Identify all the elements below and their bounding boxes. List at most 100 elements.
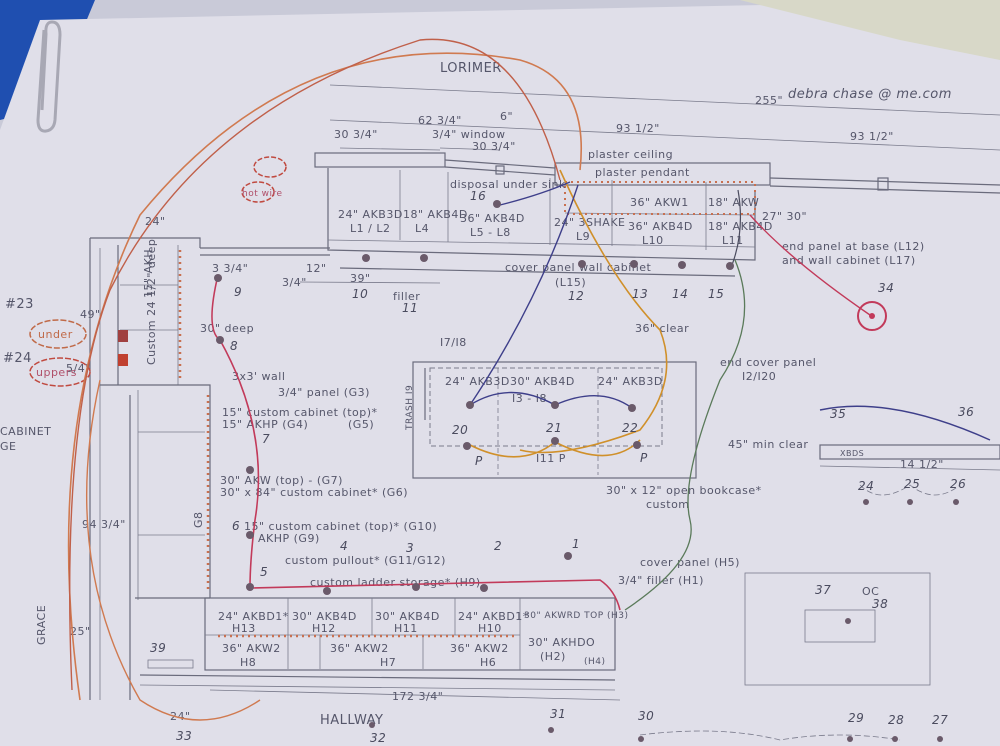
point-number: 27 bbox=[932, 713, 948, 727]
side-label: CABINET bbox=[0, 425, 51, 438]
cabinet-code: (H2) bbox=[540, 650, 566, 663]
note: 30" AKW (top) - (G7) bbox=[220, 474, 343, 487]
cabinet-label: 18" AKB4D bbox=[403, 208, 468, 221]
dimension: 27" 30" bbox=[762, 210, 807, 223]
point-number: 3 bbox=[406, 541, 414, 555]
paperclip-icon bbox=[36, 20, 62, 133]
cabinet-code: H13 bbox=[232, 622, 256, 635]
cabinet-code: L5 - L8 bbox=[470, 226, 511, 239]
hallway-label: HALLWAY bbox=[320, 713, 383, 728]
dimension: 24" bbox=[170, 710, 191, 723]
cabinet-code: L1 / L2 bbox=[350, 222, 390, 235]
cabinet-label: 36" AKW2 bbox=[222, 642, 281, 655]
dimension: Custom 24 1/2" deep bbox=[145, 239, 158, 365]
note: (G5) bbox=[348, 418, 374, 431]
hot-wire-marker bbox=[118, 354, 128, 366]
note: disposal under sink bbox=[450, 178, 566, 191]
point-number: 15 bbox=[708, 287, 724, 301]
cabinet-code: L11 bbox=[722, 234, 744, 247]
side-label: GE bbox=[0, 440, 16, 453]
point-number: 34 bbox=[878, 281, 894, 295]
right-counter: XBDS OC bbox=[639, 405, 1000, 741]
note: custom ladder storage* (H9) bbox=[310, 576, 481, 589]
cabinet-label: 24" AKB3D bbox=[445, 375, 510, 388]
cloud-hot bbox=[253, 156, 287, 178]
point-numbers: 1 2 3 4 5 6 7 8 9 10 11 12 13 14 15 16 2… bbox=[150, 189, 974, 745]
cabinet-label: 24" AKB3D bbox=[598, 375, 663, 388]
cabinet-code: I11 P bbox=[536, 452, 566, 465]
cloud-under bbox=[29, 319, 87, 349]
left-wall-labels: 30" deep 3x3' wall 3/4" panel (G3) 15" c… bbox=[0, 322, 437, 645]
point-number: 12 bbox=[568, 289, 584, 303]
point-number: 5 bbox=[260, 565, 268, 579]
outlet-points bbox=[214, 200, 959, 742]
cabinet-label: 30" AKB4D bbox=[292, 610, 357, 623]
cabinet-label: 24" AKBD1* bbox=[458, 610, 529, 623]
upper-cabinet-run bbox=[200, 152, 1000, 277]
dimension: 93 1/2" bbox=[616, 122, 660, 135]
plug-mark: P bbox=[475, 454, 483, 468]
header-labels: LORIMER debra chase @ me.com 255" 62 3/4… bbox=[66, 61, 952, 723]
point-number: 28 bbox=[888, 713, 904, 727]
dimension-lines bbox=[99, 84, 1000, 701]
note: custom pullout* (G11/G12) bbox=[285, 554, 446, 567]
cabinet-label: 36" AKW2 bbox=[330, 642, 389, 655]
email-note: debra chase @ me.com bbox=[788, 87, 952, 102]
point-number: 24 bbox=[858, 479, 874, 493]
cabinet-label: 30" AKB4D bbox=[375, 610, 440, 623]
cabinet-label: 30" AKHDO bbox=[528, 636, 595, 649]
cabinet-code: L10 bbox=[642, 234, 664, 247]
cloud-tag: #23 bbox=[5, 297, 34, 312]
cabinet-label: 30" AKWRD TOP (H3) bbox=[524, 611, 629, 621]
note: 30" deep bbox=[200, 322, 254, 335]
cloud-wire bbox=[241, 181, 275, 203]
cabinet-label: 24" AKB3D bbox=[338, 208, 403, 221]
note: 3/4" filler (H1) bbox=[618, 574, 704, 587]
cloud-tag: #24 bbox=[3, 351, 32, 366]
point-number: 33 bbox=[176, 729, 192, 743]
cabinet-code: (H4) bbox=[584, 657, 606, 667]
note: plaster ceiling bbox=[588, 148, 673, 161]
wiring-curves bbox=[67, 38, 871, 721]
bottom-cabinet-run bbox=[139, 597, 616, 691]
point-number: 37 bbox=[815, 583, 831, 597]
note: AKHP (G9) bbox=[258, 532, 320, 545]
note: 30" x 84" custom cabinet* (G6) bbox=[220, 486, 408, 499]
note: end cover panel bbox=[720, 356, 816, 369]
point-number: 13 bbox=[632, 287, 648, 301]
point-number: 21 bbox=[546, 421, 562, 435]
dimension: 172 3/4" bbox=[392, 690, 443, 703]
fan-icon bbox=[857, 301, 887, 331]
note-clouds: under uppers #23 #24 hot wire bbox=[3, 156, 287, 387]
cabinet-label: 36" AKB4D bbox=[628, 220, 693, 233]
island-labels: 24" AKB3D 30" AKB4D 24" AKB3D I3 - I8 TR… bbox=[405, 322, 816, 511]
cabinet-label: 36" AKB4D bbox=[460, 212, 525, 225]
upper-cabinet-label: 36" AKW1 bbox=[630, 196, 689, 209]
label: XBDS bbox=[840, 449, 864, 458]
dimension: 62 3/4" bbox=[418, 114, 462, 127]
point-number: 31 bbox=[550, 707, 566, 721]
note: G8 bbox=[192, 511, 205, 528]
dimension: 3/4" window bbox=[432, 128, 506, 141]
cabinet-code: L9 bbox=[576, 230, 590, 243]
cloud-text: under bbox=[38, 328, 73, 341]
side-label: GRACE bbox=[35, 605, 48, 645]
point-number: 1 bbox=[572, 537, 580, 551]
cabinet-code: H7 bbox=[380, 656, 396, 669]
point-number: 14 bbox=[672, 287, 688, 301]
dimension: 3 3/4" bbox=[212, 262, 248, 275]
plug-mark: P bbox=[640, 451, 648, 465]
dimension: 94 3/4" bbox=[82, 518, 126, 531]
note: 15" AKHP (G4) bbox=[222, 418, 308, 431]
dimension: 39" bbox=[350, 272, 371, 285]
dimension: 15" AKH bbox=[142, 249, 155, 298]
dimension: 25" bbox=[70, 625, 91, 638]
cabinet-code: I7/I8 bbox=[440, 336, 467, 349]
dimension: 3/4" bbox=[282, 276, 307, 289]
cabinet-code: H11 bbox=[394, 622, 418, 635]
dimension: 12" bbox=[306, 262, 327, 275]
street-title: LORIMER bbox=[440, 61, 502, 76]
